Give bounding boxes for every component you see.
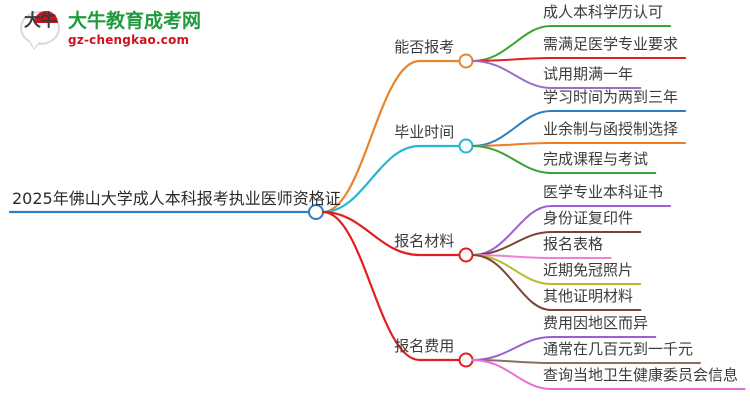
logo-subtitle: gz-chengkao.com [68,33,190,47]
logo-mark-text: 大牛 [24,11,57,31]
mindmap-branch-label-3[interactable]: 报名材料 [394,232,455,250]
mindmap-connector [321,59,461,214]
mindmap-leaf-label-1-2[interactable]: 需满足医学专业要求 [543,35,679,53]
mindmap-leaf-label-1-3[interactable]: 试用期满一年 [543,65,634,83]
mindmap-leaf-label-4-1[interactable]: 费用因地区而异 [543,314,649,332]
mindmap-node-dot[interactable] [458,53,474,69]
logo-red-arc [34,11,58,23]
mindmap-leaf-label-4-2[interactable]: 通常在几百元到一千元 [543,340,694,358]
mindmap-leaf-label-4-3[interactable]: 查询当地卫生健康委员会信息 [543,366,739,384]
mindmap-leaf-label-2-3[interactable]: 完成课程与考试 [543,150,649,168]
mindmap-node-dot[interactable] [458,352,474,368]
logo-text-block: 大牛教育成考网 gz-chengkao.com [68,10,202,47]
mindmap-connector [471,254,612,259]
mindmap-connector [471,57,687,62]
mindmap-branch-label-4[interactable]: 报名费用 [394,337,455,355]
mindmap-leaf-label-3-5[interactable]: 其他证明材料 [543,287,634,305]
mindmap-leaf-label-3-4[interactable]: 近期免冠照片 [543,261,634,279]
logo-title: 大牛教育成考网 [68,10,202,32]
mindmap-connector [471,336,657,361]
mindmap-branch-label-1[interactable]: 能否报考 [394,38,455,56]
mindmap-leaf-label-3-1[interactable]: 医学专业本科证书 [543,183,664,201]
mindmap-branch-label-2[interactable]: 毕业时间 [394,123,455,141]
mindmap-node-dot[interactable] [458,138,474,154]
mindmap-connector [471,359,701,364]
mindmap-connector [471,60,642,89]
mindmap-connector [471,359,746,390]
mindmap-connector [471,145,657,174]
mindmap-root-label[interactable]: 2025年佛山大学成人本科报考执业医师资格证 [12,189,341,208]
mindmap-connector [321,210,461,362]
mindmap-leaf-label-3-2[interactable]: 身份证复印件 [543,209,634,227]
mindmap-connector [471,110,687,147]
mindmap-node-dot[interactable] [458,247,474,263]
mindmap-connector [321,144,461,214]
mindmap-connector [471,205,672,256]
speech-bubble-tail-inner [30,41,40,48]
logo-mark-icon: 大牛 [18,8,62,50]
mindmap-connector [471,142,687,147]
mindmap-connector [321,210,461,257]
mindmap-leaf-label-3-3[interactable]: 报名表格 [543,235,604,253]
mindmap-connector [471,25,672,62]
mindmap-leaf-label-2-1[interactable]: 学习时间为两到三年 [543,88,679,106]
mindmap-connector [471,254,642,311]
mindmap-connector [471,231,642,256]
site-logo: 大牛 大牛教育成考网 gz-chengkao.com [18,6,201,52]
mindmap-leaf-label-2-2[interactable]: 业余制与函授制选择 [543,120,679,138]
mindmap-leaf-label-1-1[interactable]: 成人本科学历认可 [543,3,664,21]
